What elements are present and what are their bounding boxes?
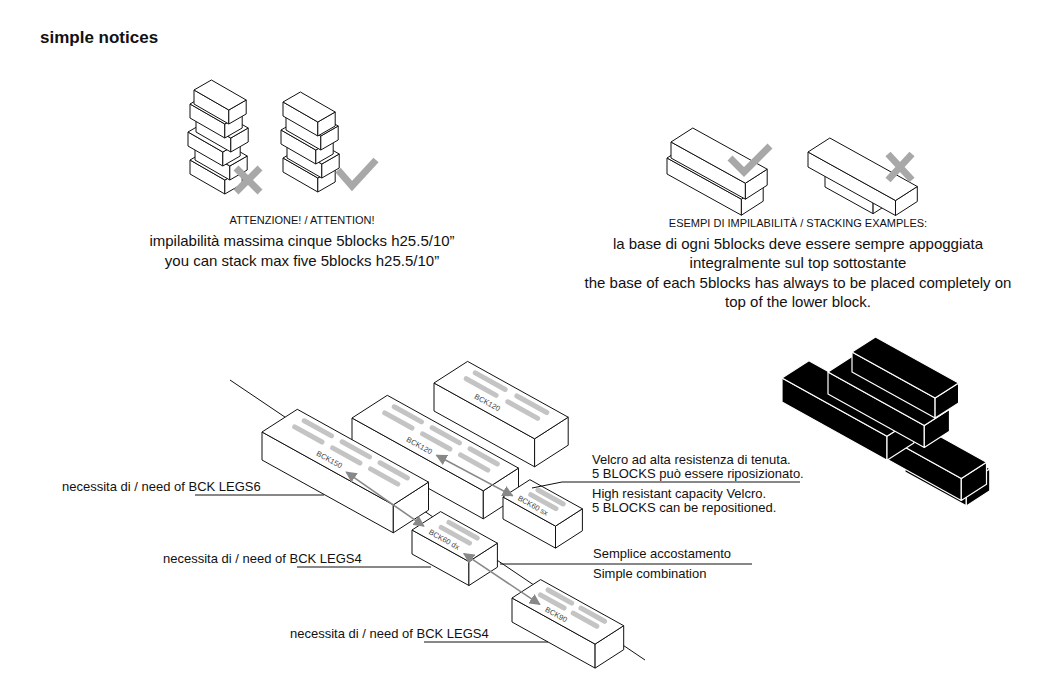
block-top	[262, 409, 429, 505]
connector-arrow	[437, 455, 513, 495]
block	[412, 512, 497, 586]
block-top	[283, 92, 335, 122]
block-top	[512, 580, 624, 645]
block	[283, 92, 335, 136]
block	[808, 138, 917, 216]
block	[852, 337, 959, 418]
page-title: simple notices	[40, 27, 158, 48]
note-text: Semplice accostamento	[593, 546, 731, 562]
note-text: necessita di / need of BCK LEGS4	[290, 626, 489, 642]
note-text: Simple combination	[593, 566, 706, 582]
guide-line	[230, 380, 645, 660]
velcro-strip	[394, 407, 421, 422]
connector-arrow	[346, 472, 424, 526]
velcro-strip	[581, 608, 605, 621]
velcro-strip	[342, 442, 369, 457]
note-text: High resistant capacity Velcro.	[592, 486, 766, 502]
block-drawings	[262, 361, 624, 668]
note-text: necessita di / need of BCK LEGS6	[62, 479, 261, 495]
note-text: Velcro ad alta resistenza di tenuta.	[592, 452, 791, 468]
block-top	[808, 138, 917, 201]
leader-line	[195, 495, 324, 496]
block-top	[194, 80, 246, 110]
velcro-strip	[432, 428, 459, 443]
note-text: 5 BLOCKS può essere riposizionato.	[592, 466, 804, 482]
velcro-strip	[548, 590, 572, 603]
velcro-strip	[517, 396, 547, 413]
check-mark	[338, 160, 376, 186]
block	[194, 80, 246, 124]
block-top	[671, 128, 767, 183]
velcro-strip	[470, 449, 497, 464]
cross-mark	[888, 154, 912, 180]
block-top	[412, 512, 497, 562]
note-text: ESEMPI DI IMPILABILITÀ / STACKING EXAMPL…	[578, 217, 1018, 231]
note-text: the base of each 5blocks has always to b…	[578, 273, 1018, 311]
velcro-strip	[475, 373, 505, 390]
connector-arrow	[464, 554, 540, 605]
block	[512, 580, 624, 669]
note-text: 5 BLOCKS can be repositioned.	[592, 500, 776, 516]
note-text: necessita di / need of BCK LEGS4	[163, 551, 362, 567]
block-top	[434, 361, 568, 438]
block-top	[503, 480, 582, 526]
block	[262, 409, 429, 533]
block-top	[852, 337, 959, 398]
block	[503, 480, 582, 548]
velcro-strip	[538, 490, 563, 504]
velcro-strip	[449, 522, 477, 538]
note-text: impilabilità massima cinque 5blocks h25.…	[112, 232, 492, 251]
cross-mark	[236, 168, 260, 192]
leader-line	[500, 564, 752, 565]
note-text: la base di ogni 5blocks deve essere semp…	[578, 234, 1018, 272]
note-text: you can stack max five 5blocks h25.5/10”	[112, 252, 492, 271]
leader-line	[424, 642, 548, 643]
velcro-strip	[380, 463, 407, 478]
leader-line	[297, 567, 431, 568]
note-text: ATTENZIONE! / ATTENTION!	[132, 214, 472, 228]
velcro-strip	[304, 421, 331, 436]
check-mark	[730, 146, 770, 172]
